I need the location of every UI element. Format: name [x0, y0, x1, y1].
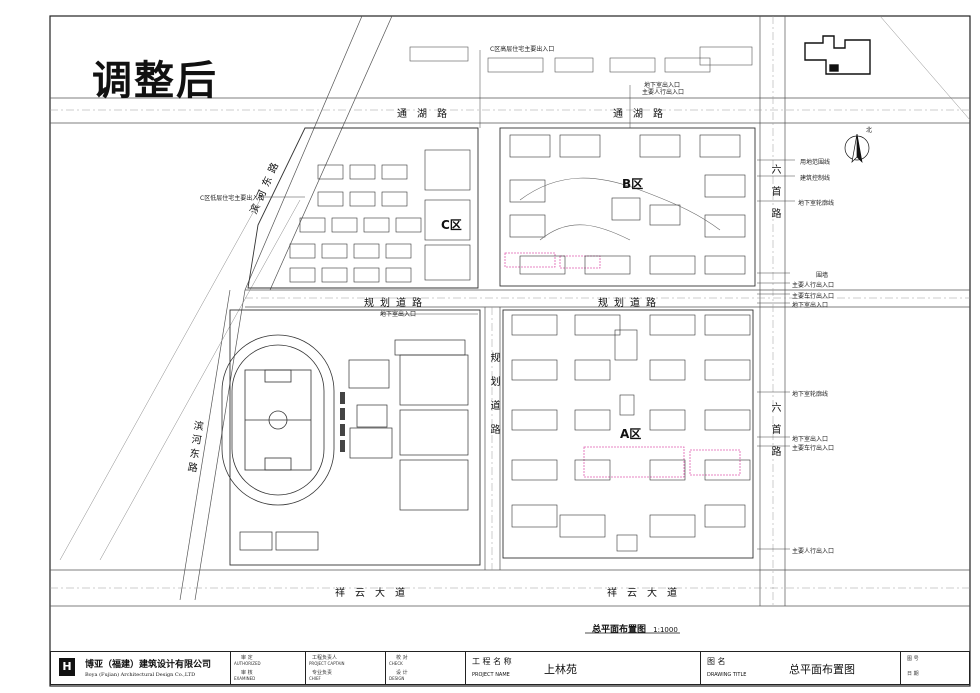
title-block: H 博亚（福建）建筑设计有限公司 Boya (Fujian) Architect…	[50, 651, 970, 685]
number-label: 图 号	[907, 656, 919, 662]
road-lines	[50, 15, 970, 607]
annotation-wall: 围墙	[816, 272, 829, 279]
company-name-en: Boya (Fujian) Architectural Design Co.,L…	[85, 672, 196, 678]
check-label: 校 对	[396, 655, 408, 661]
school-bleachers	[340, 392, 345, 452]
road-centerlines	[50, 16, 970, 606]
diagonal-roads	[59, 15, 971, 561]
drawing-title: 总平面布置图	[789, 663, 855, 676]
c-zone-buildings	[289, 149, 471, 283]
annotation-c-high-entrance: C区高层住宅主要出入口	[490, 46, 555, 53]
design-label-en: DESIGN	[389, 676, 405, 681]
annotation-north: 北	[866, 127, 873, 134]
design-label: 设 计	[396, 670, 408, 676]
annotation-garage-entrance-planned: 地下室出入口	[380, 311, 417, 318]
company-name-cn: 博亚（福建）建筑设计有限公司	[85, 660, 212, 670]
pink-markings	[504, 252, 741, 478]
review-label: 审 核	[241, 670, 253, 676]
title-block-check: 校 对 CHECK 设 计 DESIGN	[386, 652, 466, 684]
chief-label-en: CHIEF	[309, 676, 321, 681]
school-buildings	[239, 339, 469, 551]
annotation-ped-right-2: 主要人行出入口	[792, 548, 835, 555]
review-label-en: EXAMINED	[234, 676, 256, 681]
leader-lines	[258, 50, 795, 550]
annotation-basement-line: 地下室轮廓线	[798, 200, 835, 207]
road-label-liushou-lower: 六首路	[769, 402, 780, 468]
title-block-captain: 工程负责人 PROJECT CAPTAIN 专业负责 CHIEF	[306, 652, 386, 684]
road-label-tonghu-left: 通湖路	[397, 109, 457, 120]
approve-label-en: AUTHORIZED	[234, 661, 261, 666]
zone-label-c: C区	[441, 218, 462, 232]
b-zone-buildings	[509, 134, 746, 275]
date-label: 日 期	[907, 671, 919, 677]
b-zone-landscape	[519, 177, 721, 231]
north-arrow-icon	[844, 133, 870, 164]
title-block-company: H 博亚（福建）建筑设计有限公司 Boya (Fujian) Architect…	[51, 652, 231, 684]
title-block-drawing: 图 名 DRAWING TITLE 总平面布置图	[701, 652, 901, 684]
annotation-land-line: 用地范围线	[800, 159, 831, 166]
project-name-label: 工 程 名 称	[472, 657, 512, 666]
annotation-garage-entrance-b: 地下室出入口	[644, 82, 681, 89]
drawing-title-label: 图 名	[707, 657, 726, 666]
road-label-guihua-vertical: 规划道路	[488, 352, 499, 448]
site-boundaries	[229, 127, 756, 566]
drawing-title-label-en: DRAWING TITLE	[707, 672, 747, 678]
key-plan	[804, 35, 871, 75]
annotation-building-line: 建筑控制线	[800, 175, 831, 182]
annotation-c-low-entrance: C区低层住宅主要出入口	[200, 195, 265, 202]
annotation-garage-right-1: 地下室出入口	[792, 302, 829, 309]
check-label-en: CHECK	[389, 661, 403, 666]
zone-label-b: B区	[622, 177, 644, 191]
annotation-vehicle-right-2: 主要车行出入口	[792, 445, 835, 452]
title-block-project: 工 程 名 称 PROJECT NAME 上林苑	[466, 652, 701, 684]
annotation-main-ped-b: 主要人行出入口	[642, 89, 685, 96]
road-label-guihua-right: 规划道路	[598, 298, 662, 309]
annotation-basement-line-2: 地下室轮廓线	[792, 391, 829, 398]
annotation-garage-right-2: 地下室出入口	[792, 436, 829, 443]
annotation-ped-right-1: 主要人行出入口	[792, 282, 835, 289]
zone-label-a: A区	[620, 427, 642, 441]
drawing-caption-text: 总平面布置图	[592, 625, 647, 635]
page-heading: 调整后	[92, 58, 218, 104]
north-buildings	[409, 46, 753, 73]
title-block-approvals: 审 定 AUTHORIZED 审 核 EXAMINED	[231, 652, 306, 684]
chief-label: 专业负责	[312, 670, 333, 676]
stadium	[221, 334, 335, 506]
project-name-label-en: PROJECT NAME	[472, 672, 510, 678]
drawing-frame	[49, 15, 971, 687]
title-block-number: 图 号 日 期	[901, 652, 969, 684]
road-label-tonghu-right: 通湖路	[613, 109, 673, 120]
road-label-xiangyun-left: 祥云大道	[335, 588, 415, 599]
drawing-scale: 1:1000	[653, 626, 678, 634]
annotation-vehicle-right: 主要车行出入口	[792, 293, 835, 300]
captain-label-en: PROJECT CAPTAIN	[309, 661, 345, 666]
road-label-guihua-left: 规划道路	[364, 298, 428, 309]
road-label-liushou-upper: 六首路	[769, 164, 780, 230]
approve-label: 审 定	[241, 655, 253, 661]
a-zone-buildings	[511, 314, 751, 552]
project-name: 上林苑	[544, 663, 577, 676]
captain-label: 工程负责人	[312, 655, 338, 661]
company-logo-icon: H	[59, 658, 75, 676]
drawing-caption: 总平面布置图 1:1000	[592, 622, 678, 635]
road-label-xiangyun-right: 祥云大道	[607, 588, 687, 599]
